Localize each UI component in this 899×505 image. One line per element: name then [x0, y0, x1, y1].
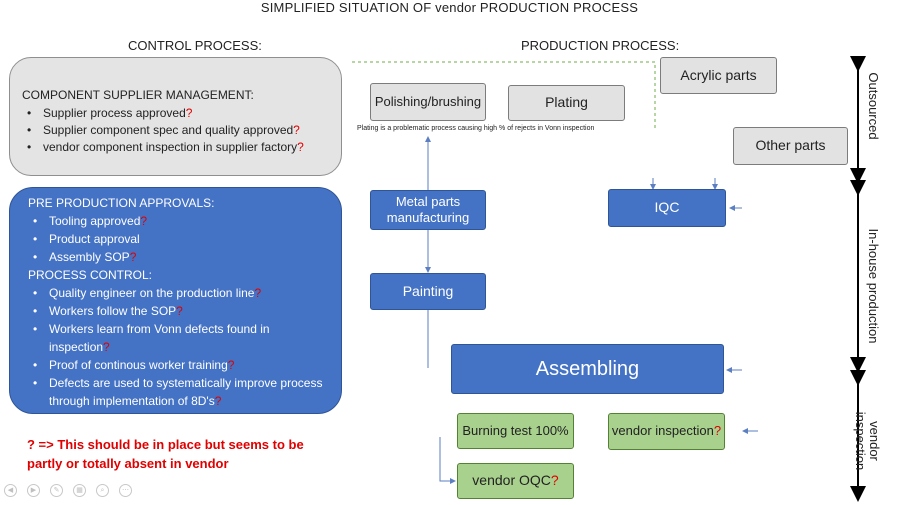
supplier-item: Supplier component spec and quality appr…	[22, 122, 335, 139]
slides-grid-icon[interactable]: ▦	[73, 484, 86, 497]
painting-box: Painting	[370, 273, 486, 310]
process-control-heading: PROCESS CONTROL:	[28, 268, 153, 282]
polishing-box: Polishing/brushing	[370, 83, 486, 121]
process-control-item: Defects are used to systematically impro…	[28, 374, 327, 410]
outsourced-label: Outsourced	[866, 72, 881, 140]
zoom-icon[interactable]: ⌕	[96, 484, 109, 497]
legend-note: ? => This should be in place but seems t…	[27, 437, 304, 471]
production-process-header: PRODUCTION PROCESS:	[521, 38, 680, 53]
pre-production-item: Tooling approved?	[28, 212, 327, 230]
supplier-management-box: COMPONENT SUPPLIER MANAGEMENT: Supplier …	[9, 57, 342, 176]
pre-production-box: PRE PRODUCTION APPROVALS: Tooling approv…	[9, 187, 342, 414]
outsourced-dashed-region	[352, 61, 656, 131]
plating-note: Plating is a problematic process causing…	[357, 125, 595, 132]
plating-box: Plating	[508, 85, 625, 121]
prev-slide-icon[interactable]: ◀	[4, 484, 17, 497]
other-parts-box: Other parts	[733, 127, 848, 165]
pre-production-heading: PRE PRODUCTION APPROVALS:	[28, 196, 215, 210]
arrow-burning-to-oqc	[439, 437, 456, 484]
pre-production-item: Product approval	[28, 230, 327, 248]
iqc-box: IQC	[608, 189, 726, 227]
page-title: SIMPLIFIED SITUATION OF vendor PRODUCTIO…	[260, 0, 639, 15]
oqc-box: vendor OQC?	[457, 463, 574, 499]
inspection-label: vendor inspection	[853, 411, 882, 471]
pen-icon[interactable]: ✎	[50, 484, 63, 497]
inhouse-label: In-house production	[866, 228, 881, 344]
assembling-box: Assembling	[451, 344, 724, 394]
more-options-icon[interactable]: ⋯	[119, 484, 132, 497]
process-control-item: Workers follow the SOP?	[28, 302, 327, 320]
supplier-item: vendor component inspection in supplier …	[22, 139, 335, 156]
control-process-header: CONTROL PROCESS:	[128, 38, 262, 53]
acrylic-parts-box: Acrylic parts	[660, 57, 777, 94]
supplier-heading: COMPONENT SUPPLIER MANAGEMENT:	[22, 88, 254, 102]
process-control-item: Workers learn from Vonn defects found in…	[28, 320, 327, 356]
burning-test-box: Burning test 100%	[457, 413, 574, 449]
pre-production-item: Assembly SOP?	[28, 248, 327, 266]
process-control-item: Proof of continous worker training?	[28, 356, 327, 374]
supplier-item: Supplier process approved?	[22, 105, 335, 122]
metal-parts-box: Metal parts manufacturing	[370, 190, 486, 230]
next-slide-icon[interactable]: ▶	[27, 484, 40, 497]
process-control-item: Quality engineer on the production line?	[28, 284, 327, 302]
vendor-inspection-box: vendor inspection?	[608, 413, 725, 450]
